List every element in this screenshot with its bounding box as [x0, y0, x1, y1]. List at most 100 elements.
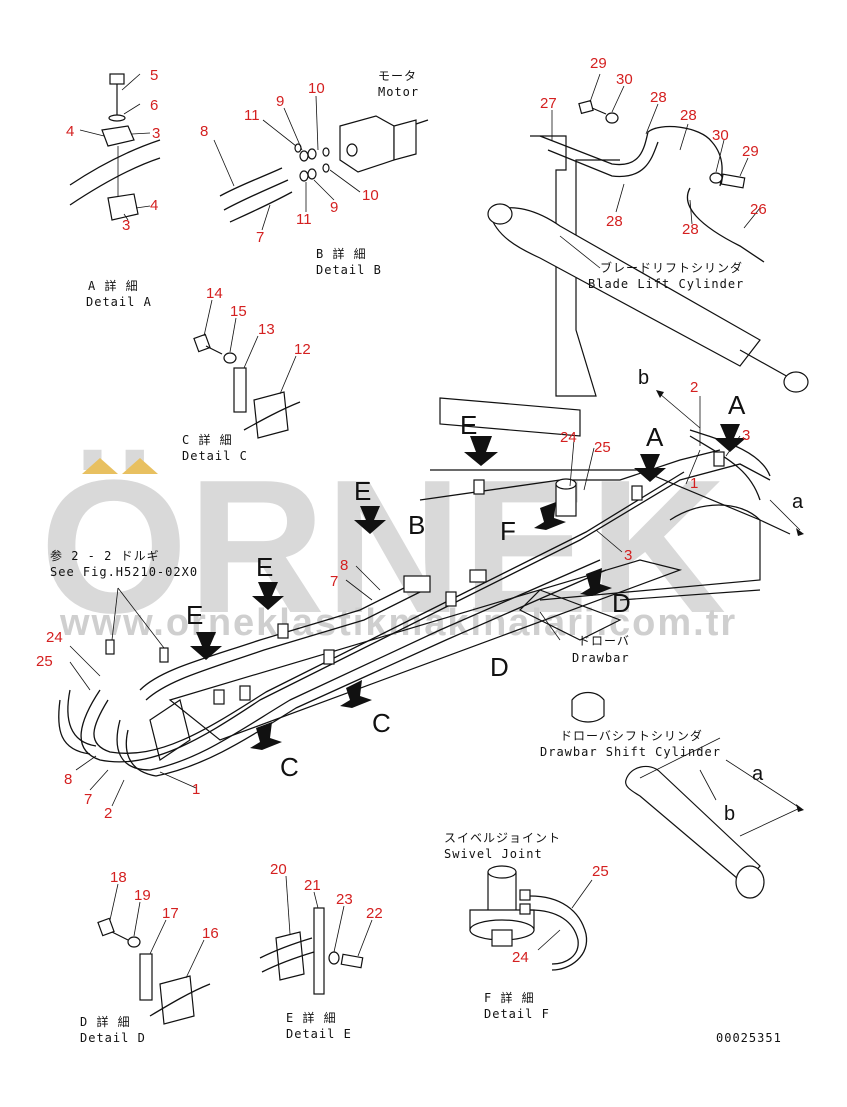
part-number-10: 10 — [308, 80, 325, 97]
view-letter-d-2: D — [612, 588, 631, 618]
detail-e-jp: E 詳 細 — [286, 1010, 337, 1025]
part-number-30b: 30 — [712, 127, 729, 144]
part-number-7b: 7 — [330, 573, 338, 590]
part-number-15: 15 — [230, 303, 247, 320]
part-number-12: 12 — [294, 341, 311, 358]
detail-d-jp: D 詳 細 — [80, 1014, 131, 1029]
part-number-28: 28 — [650, 89, 667, 106]
view-letter-f: F — [500, 516, 516, 546]
dim-letter-b-1: b — [638, 367, 649, 389]
view-letter-e-4: E — [186, 600, 203, 630]
view-letter-a-2: A — [646, 422, 664, 452]
part-number-29: 29 — [590, 55, 607, 72]
watermark-accent-right — [122, 458, 158, 474]
detail-b-en: Detail B — [316, 263, 382, 277]
plate-e — [313, 907, 325, 995]
part-number-28b: 28 — [680, 107, 697, 124]
part-number-6: 6 — [150, 97, 158, 114]
view-letter-e-2: E — [354, 476, 371, 506]
part-number-7: 7 — [256, 229, 264, 246]
detail-c-illustration — [193, 299, 301, 439]
shift-cylinder-body — [625, 765, 761, 885]
part-number-28d: 28 — [682, 221, 699, 238]
part-number-28c: 28 — [606, 213, 623, 230]
part-number-16: 16 — [202, 925, 219, 942]
part-number-2b: 2 — [104, 805, 112, 822]
part-number-11b: 11 — [296, 211, 312, 228]
part-number-2: 2 — [690, 379, 698, 396]
blade-lift-jp: ブレードリフトシリンダ — [600, 260, 743, 275]
view-letter-c-2: C — [280, 752, 299, 782]
see-ref-jp: 参 2 - 2 ドルギ — [50, 548, 160, 563]
detail-b-illustration — [213, 95, 429, 231]
drawbar-jp: ドローバ — [578, 634, 630, 648]
detail-c-en: Detail C — [182, 449, 248, 463]
part-number-13: 13 — [258, 321, 275, 338]
part-number-17: 17 — [162, 905, 179, 922]
part-number-9b: 9 — [330, 199, 338, 216]
view-letter-c-1: C — [372, 708, 391, 738]
detail-b-jp: B 詳 細 — [316, 246, 367, 261]
blade-lift-cylinder-illustration — [487, 73, 809, 397]
motor-label-en: Motor — [378, 85, 419, 99]
swivel-en: Swivel Joint — [444, 847, 543, 861]
part-number-5: 5 — [150, 67, 158, 84]
watermark-accent-left — [82, 458, 118, 474]
part-number-23: 23 — [336, 891, 353, 908]
part-number-30: 30 — [616, 71, 633, 88]
detail-d-illustration — [97, 883, 211, 1025]
detail-e-illustration — [259, 875, 373, 995]
clamp-lower — [107, 193, 139, 221]
motor-label-jp: モータ — [378, 69, 417, 83]
cylinder-body — [489, 207, 761, 367]
part-number-24: 24 — [560, 429, 577, 446]
blade-lift-en: Blade Lift Cylinder — [588, 277, 744, 291]
part-number-29b: 29 — [742, 143, 759, 160]
view-letter-e-3: E — [256, 552, 273, 582]
part-number-24c: 24 — [512, 949, 529, 966]
part-number-22: 22 — [366, 905, 383, 922]
swivel-jp: スイベルジョイント — [444, 831, 561, 845]
part-number-24b: 24 — [46, 629, 63, 646]
washer — [108, 114, 126, 122]
part-number-25b: 25 — [36, 653, 53, 670]
part-number-25: 25 — [594, 439, 611, 456]
part-number-3: 3 — [152, 125, 160, 142]
part-number-14: 14 — [206, 285, 223, 302]
part-number-18: 18 — [110, 869, 127, 886]
drawing-number: 00025351 — [716, 1031, 782, 1045]
main-assembly-illustration — [58, 390, 804, 807]
clamp-upper — [101, 125, 135, 147]
part-number-8: 8 — [200, 123, 208, 140]
part-number-9: 9 — [276, 93, 284, 110]
part-number-11: 11 — [244, 107, 260, 124]
detail-a-illustration — [69, 73, 161, 221]
part-number-27: 27 — [540, 95, 557, 112]
view-letter-b: B — [408, 510, 425, 540]
part-number-19: 19 — [134, 887, 151, 904]
plate-d — [139, 953, 153, 1001]
part-number-3c: 3 — [742, 427, 750, 444]
part-number-1b: 1 — [192, 781, 200, 798]
view-letter-d-1: D — [490, 652, 509, 682]
view-letter-e-1: E — [460, 410, 477, 440]
detail-f-en: Detail F — [484, 1007, 550, 1021]
motor-body — [339, 115, 395, 173]
valve — [403, 575, 431, 593]
part-number-8c: 8 — [64, 771, 72, 788]
dim-letter-a-2: a — [752, 763, 764, 785]
detail-a-jp: A 詳 細 — [88, 278, 139, 293]
detail-f-jp: F 詳 細 — [484, 990, 535, 1005]
part-number-4: 4 — [66, 123, 74, 140]
part-number-8b: 8 — [340, 557, 348, 574]
detail-c-jp: C 詳 細 — [182, 432, 233, 447]
dim-letter-b-2: b — [724, 803, 735, 825]
part-number-25c: 25 — [592, 863, 609, 880]
part-number-20: 20 — [270, 861, 287, 878]
detail-d-en: Detail D — [80, 1031, 146, 1045]
detail-f-illustration — [469, 865, 593, 971]
view-letter-a-1: A — [728, 390, 746, 420]
detail-e-en: Detail E — [286, 1027, 352, 1041]
